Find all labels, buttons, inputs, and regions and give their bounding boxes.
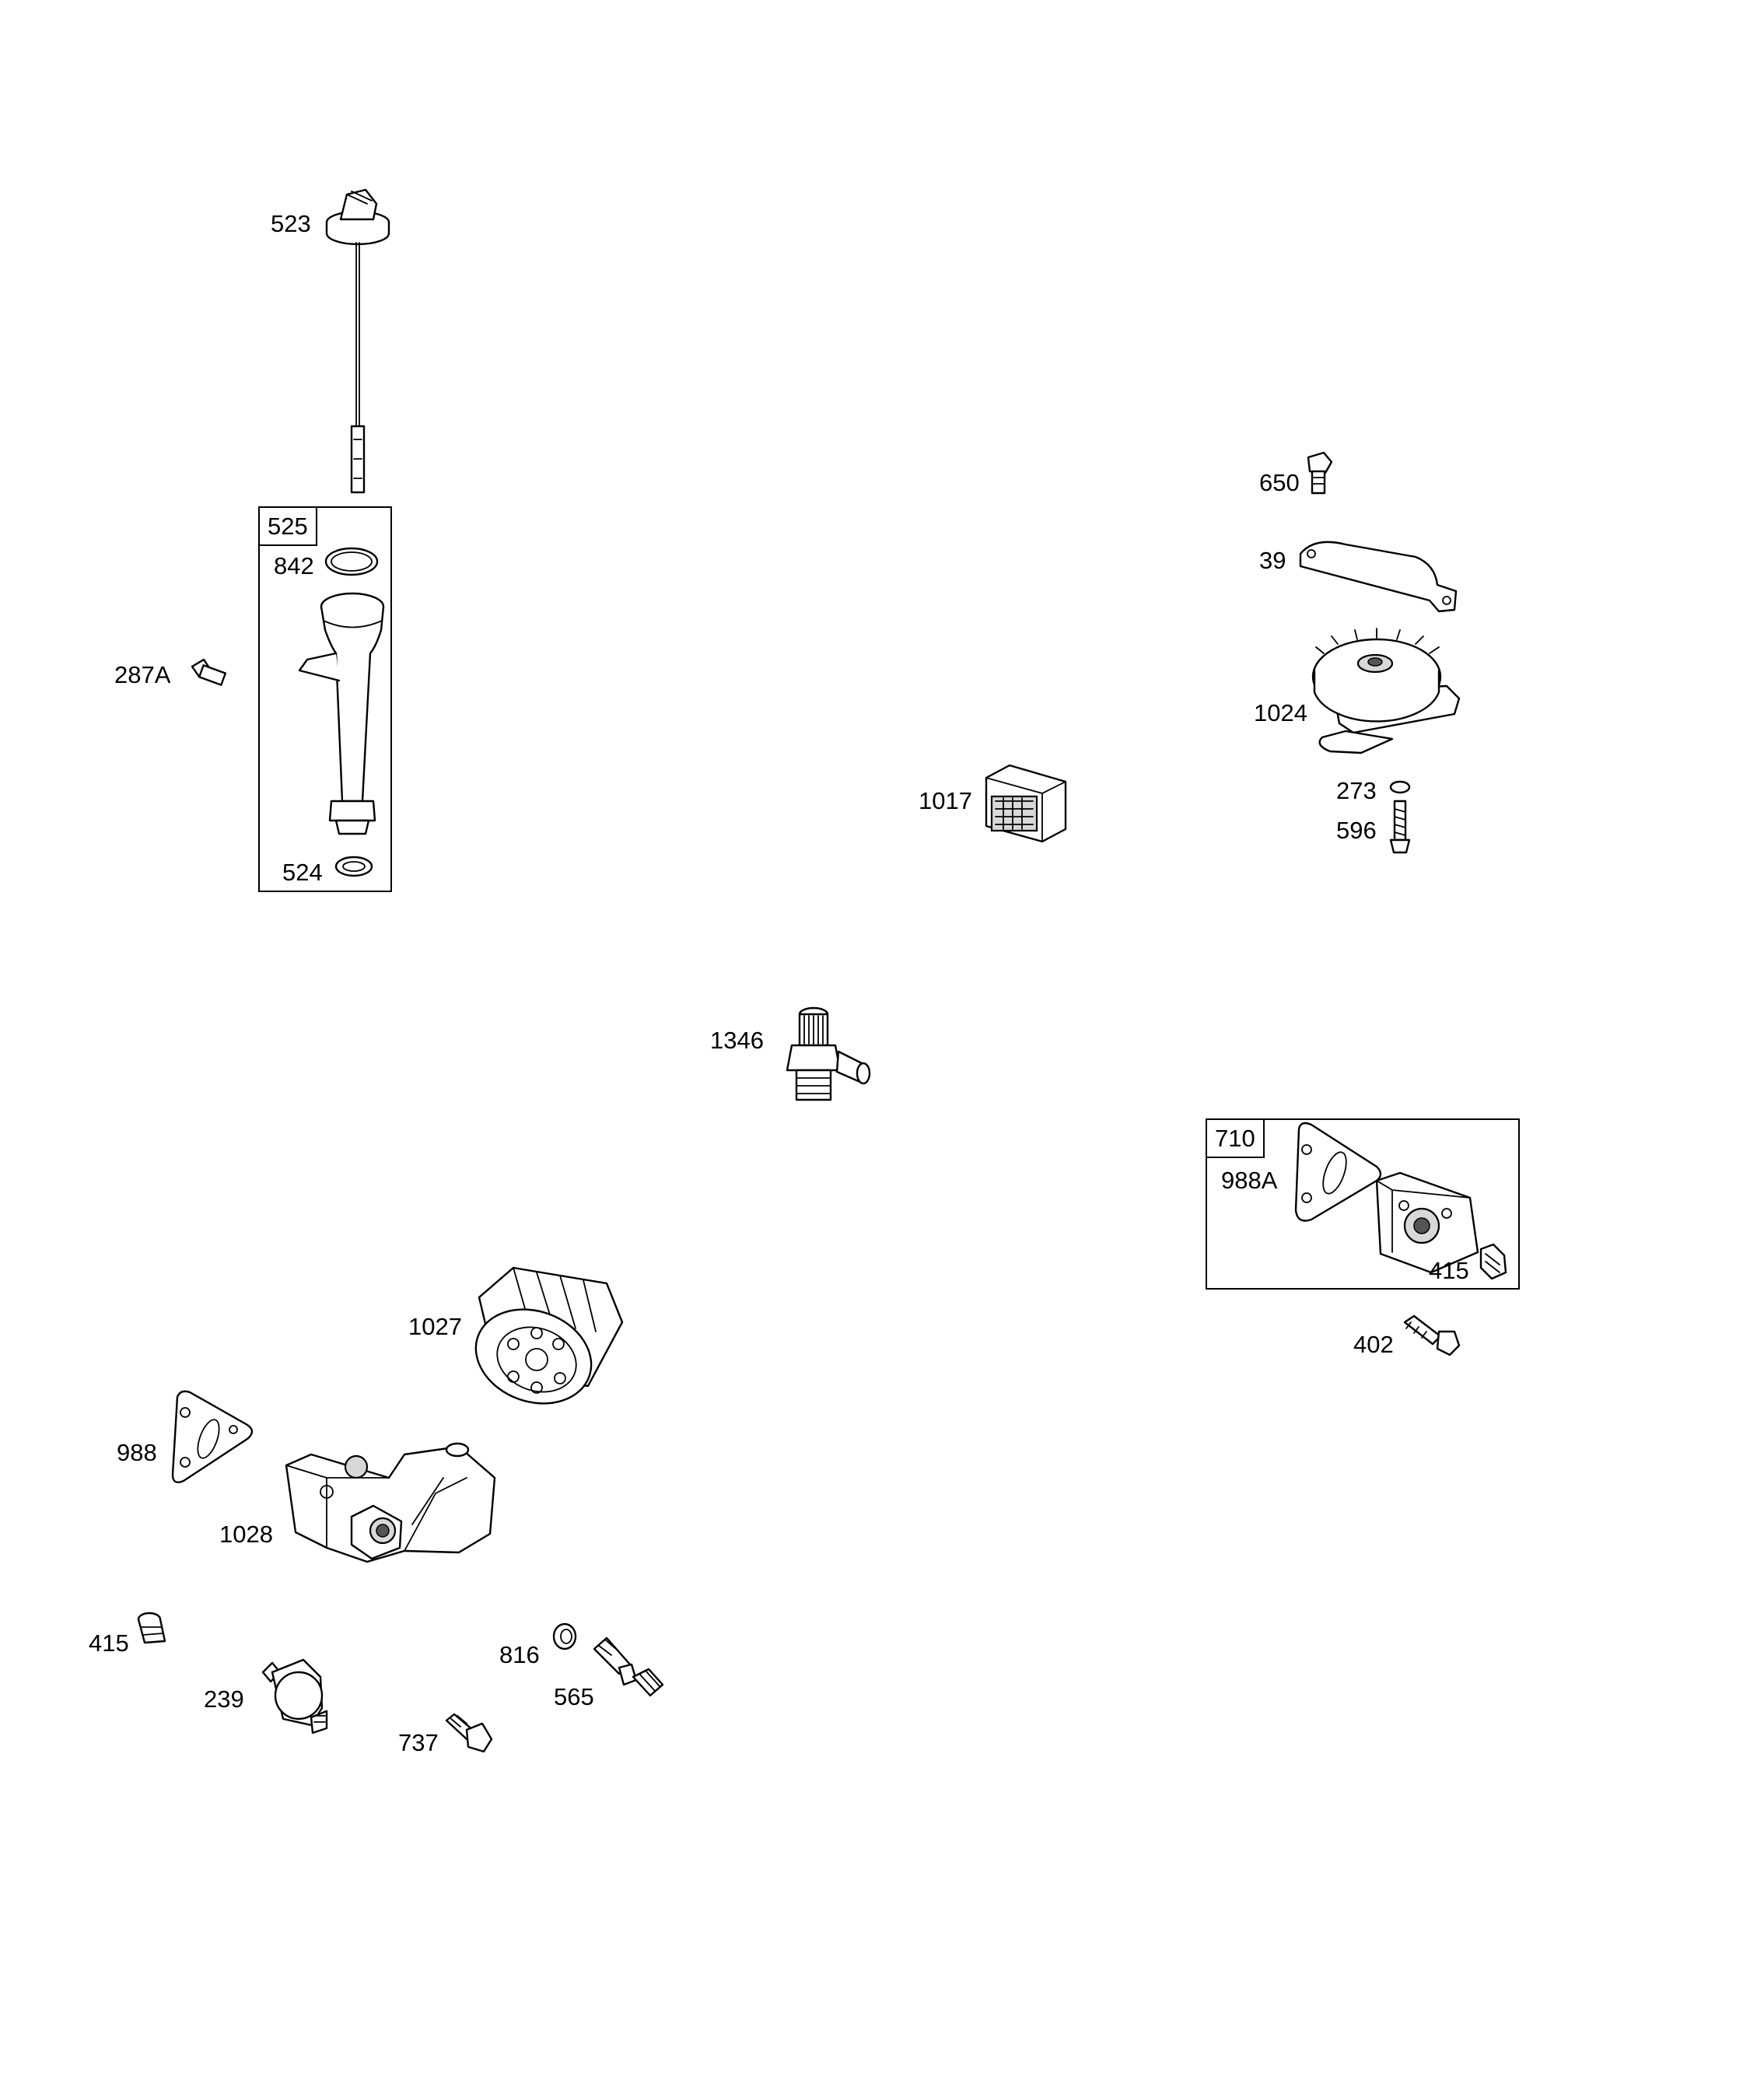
bolt-402-drawing[interactable] <box>1403 1314 1461 1356</box>
callout-239[interactable]: 239 <box>204 1685 244 1713</box>
callout-988[interactable]: 988 <box>117 1439 157 1466</box>
callout-988A[interactable]: 988A <box>1221 1167 1278 1194</box>
washer-273-drawing[interactable] <box>1389 780 1411 794</box>
dipstick-tube-drawing[interactable] <box>298 592 385 835</box>
callout-273[interactable]: 273 <box>1336 777 1377 804</box>
callout-523[interactable]: 523 <box>271 210 311 237</box>
kit-525-box: 525 <box>258 506 392 892</box>
kit-525-id[interactable]: 525 <box>260 508 317 546</box>
screw-737-drawing[interactable] <box>445 1713 493 1753</box>
dipstick-523-drawing[interactable] <box>325 188 390 494</box>
callout-1028[interactable]: 1028 <box>219 1521 273 1548</box>
gasket-988-drawing[interactable] <box>171 1390 254 1483</box>
callout-596[interactable]: 596 <box>1336 817 1377 844</box>
oil-screen-1017-drawing[interactable] <box>985 764 1067 843</box>
plug-415-kit-drawing[interactable] <box>1479 1243 1507 1280</box>
callout-565[interactable]: 565 <box>554 1683 594 1710</box>
kit-710-box: 710 <box>1206 1118 1520 1290</box>
callout-737[interactable]: 737 <box>398 1729 439 1756</box>
washer-816-drawing[interactable] <box>552 1622 577 1650</box>
fitting-1346-drawing[interactable] <box>786 1006 871 1101</box>
callout-402[interactable]: 402 <box>1353 1331 1394 1358</box>
bolt-650-drawing[interactable] <box>1307 451 1333 495</box>
callout-1346[interactable]: 1346 <box>710 1027 764 1054</box>
washer-524-drawing[interactable] <box>334 856 373 877</box>
plug-415-drawing[interactable] <box>137 1612 166 1644</box>
kit-710-id[interactable]: 710 <box>1207 1120 1265 1158</box>
screw-287A-drawing[interactable] <box>191 658 227 686</box>
filter-adapter-1028-drawing[interactable] <box>285 1442 496 1563</box>
gasket-39-drawing[interactable] <box>1299 541 1458 613</box>
oil-filter-1027-drawing[interactable] <box>463 1266 624 1419</box>
oil-pump-gear-1024-drawing[interactable] <box>1311 628 1461 754</box>
callout-287A[interactable]: 287A <box>114 661 171 688</box>
callout-650[interactable]: 650 <box>1259 469 1300 496</box>
callout-415-kit[interactable]: 415 <box>1429 1257 1469 1284</box>
adapter-710-drawing[interactable] <box>1375 1171 1479 1274</box>
callout-1027[interactable]: 1027 <box>408 1313 462 1340</box>
callout-524[interactable]: 524 <box>282 859 323 886</box>
callout-816[interactable]: 816 <box>499 1641 540 1668</box>
callout-1017[interactable]: 1017 <box>919 787 972 814</box>
callout-842[interactable]: 842 <box>274 552 314 579</box>
callout-1024[interactable]: 1024 <box>1254 699 1307 726</box>
callout-415[interactable]: 415 <box>89 1629 129 1657</box>
stud-565-drawing[interactable] <box>593 1636 664 1697</box>
gasket-988A-drawing[interactable] <box>1294 1122 1382 1222</box>
callout-39[interactable]: 39 <box>1259 547 1286 574</box>
screw-596-drawing[interactable] <box>1389 800 1411 854</box>
oil-pressure-switch-239-drawing[interactable] <box>261 1658 328 1734</box>
